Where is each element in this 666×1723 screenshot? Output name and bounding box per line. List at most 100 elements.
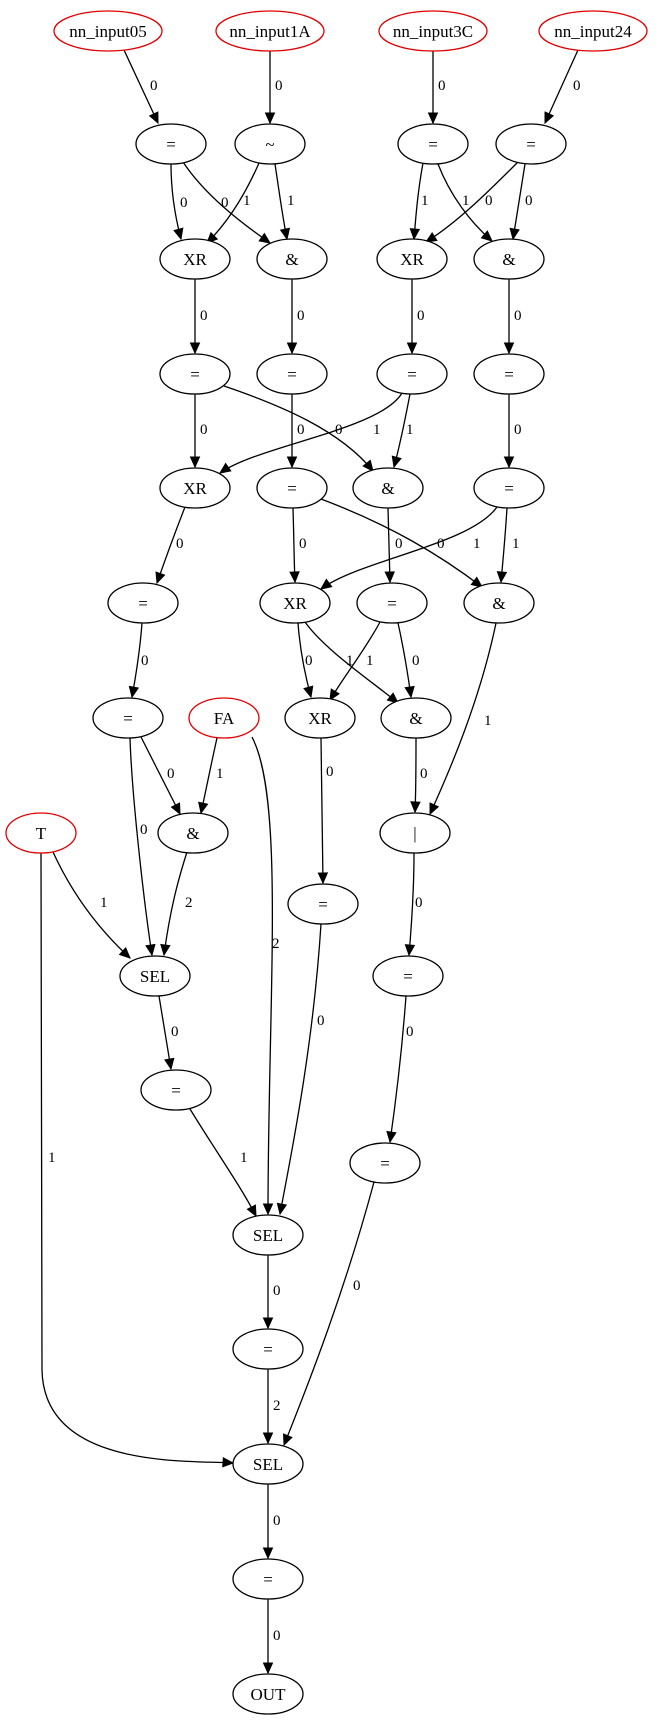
node-ellipse: [256, 353, 328, 395]
node-eqSel1: =: [140, 1069, 212, 1111]
arrow-head: [503, 456, 515, 469]
arrow-head: [329, 688, 340, 702]
edge-label: 0: [273, 1513, 281, 1529]
node-t: T: [5, 812, 77, 854]
node-ellipse: [259, 582, 331, 624]
edge-xr5-to-eqXr5: 0: [317, 737, 334, 885]
edge-eqAnd3-to-and5: 0: [397, 622, 420, 699]
edge-eqXr1-to-xr3: 0: [189, 394, 208, 469]
node-label: ~: [265, 135, 274, 154]
node-ellipse: [215, 10, 325, 52]
node-ellipse: [380, 697, 452, 739]
edge-line: [219, 392, 403, 474]
arrow-head: [289, 571, 300, 584]
node-ellipse: [188, 697, 260, 739]
node-label: nn_input24: [554, 22, 632, 41]
node-sel2: SEL: [232, 1214, 304, 1256]
arrow-head: [544, 111, 555, 125]
node-ellipse: [473, 467, 545, 509]
arrow-head: [118, 947, 131, 959]
edge-label: 1: [462, 193, 470, 209]
edge-line: [251, 736, 274, 1215]
edge-label: 1: [406, 422, 414, 438]
node-label: =: [504, 365, 514, 384]
edge-label: 0: [406, 1024, 414, 1040]
node-eqXr1: =: [159, 353, 231, 395]
edge-line: [189, 1108, 257, 1217]
node-sel1: SEL: [119, 955, 191, 997]
node-and5: &: [380, 697, 452, 739]
node-ellipse: [135, 123, 207, 165]
arrow-head: [427, 112, 439, 125]
edge-and1-to-eqAnd1: 0: [286, 279, 305, 355]
node-label: XR: [183, 250, 207, 269]
node-xr2: XR: [376, 238, 448, 280]
edge-line: [429, 622, 497, 815]
edge-label: 1: [216, 766, 224, 782]
edge-label: 1: [421, 193, 429, 209]
edge-line: [544, 49, 579, 124]
node-ellipse: [5, 812, 77, 854]
node-label: &: [492, 594, 505, 613]
node-and2: &: [473, 238, 545, 280]
arrow-head: [503, 342, 515, 355]
node-eqOr: =: [372, 955, 444, 997]
edge-label: 0: [326, 764, 334, 780]
arrow-head: [406, 342, 418, 355]
edge-line: [158, 995, 172, 1070]
edge-eqD-to-xr4: 1: [320, 506, 498, 590]
node-eqOr2: =: [349, 1142, 421, 1184]
node-label: XR: [308, 709, 332, 728]
node-label: =: [171, 1081, 181, 1100]
edge-label: 0: [299, 536, 307, 552]
edge-eq24-to-and2: 0: [509, 163, 533, 241]
edge-line: [512, 163, 526, 240]
arrow-head: [128, 685, 140, 699]
node-ellipse: [232, 1443, 304, 1485]
node-ellipse: [140, 1069, 212, 1111]
node-label: T: [36, 824, 47, 843]
arrow-head: [264, 112, 276, 125]
edge-label: 0: [200, 308, 208, 324]
edge-label: 2: [272, 936, 280, 952]
edge-sel3-to-eqSel3: 0: [262, 1484, 281, 1560]
node-label: nn_input1A: [229, 22, 311, 41]
edge-not1A-to-xr1: 1: [206, 162, 260, 244]
node-label: =: [287, 479, 297, 498]
edge-xr1-to-eqXr1: 0: [189, 279, 208, 355]
node-andFa: &: [157, 812, 229, 854]
edge-line: [320, 498, 483, 588]
edge-label: 0: [275, 78, 283, 94]
arrow-head: [286, 456, 298, 469]
edge-label: 0: [514, 422, 522, 438]
arrow-head: [262, 1432, 274, 1445]
node-eq05: =: [135, 123, 207, 165]
node-eqAnd2: =: [473, 353, 545, 395]
edge-eqAnd1-to-eqB: 0: [286, 394, 305, 469]
edge-label: 2: [185, 895, 193, 911]
edge-label: 1: [484, 713, 492, 729]
node-eqXr3: =: [107, 582, 179, 624]
edge-line: [320, 506, 498, 590]
node-label: SEL: [253, 1226, 283, 1245]
edge-label: 0: [317, 1013, 325, 1029]
node-label: =: [428, 135, 438, 154]
edge-label: 2: [273, 1398, 281, 1414]
node-label: &: [186, 824, 199, 843]
arrow-head: [429, 802, 440, 816]
node-ellipse: [232, 1558, 304, 1600]
edge-and4-to-or1: 1: [429, 622, 497, 816]
node-label: =: [138, 594, 148, 613]
edge-sel1-to-eqSel1: 0: [158, 995, 179, 1071]
node-label: OUT: [251, 1685, 287, 1704]
node-label: =: [263, 1340, 273, 1359]
node-ellipse: [538, 10, 648, 52]
node-ellipse: [376, 238, 448, 280]
edge-eqSel3-to-out: 0: [262, 1599, 281, 1675]
arrow-head: [189, 342, 201, 355]
node-label: =: [407, 365, 417, 384]
edge-label: 0: [273, 1283, 281, 1299]
